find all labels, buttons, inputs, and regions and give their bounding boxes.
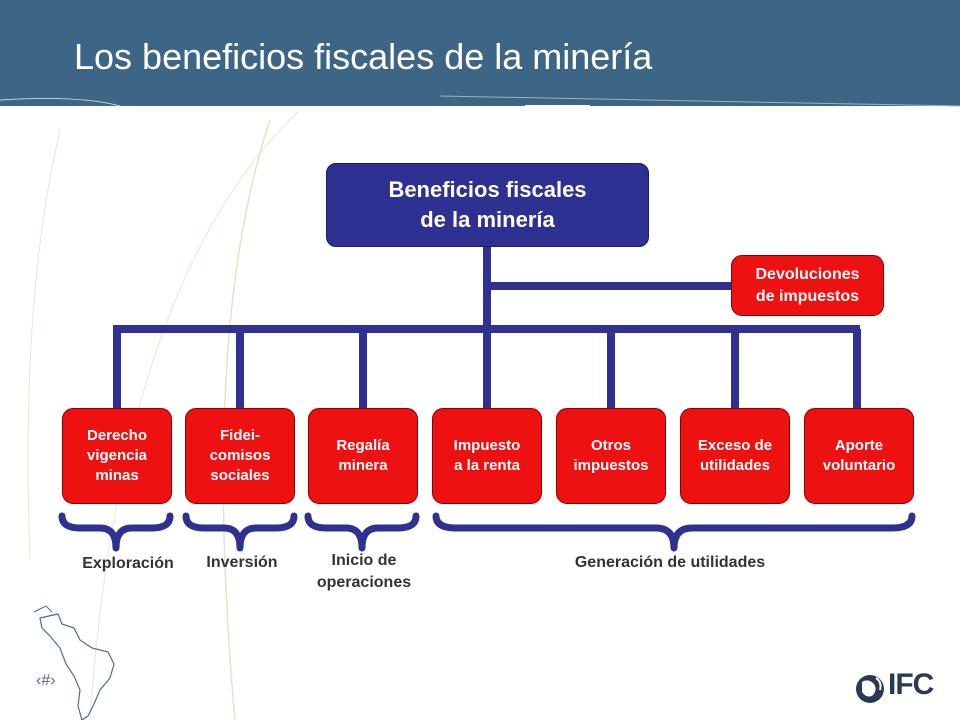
brace-inicio [304,512,420,552]
brace-exploracion [58,512,174,552]
leaf-aporte-voluntario: Aporte voluntario [804,408,914,504]
phase-inversion: Inversión [206,554,278,571]
ifc-logo-text: IFC [888,668,934,701]
leaf-fideicomisos: Fidei- comisos sociales [185,408,295,504]
phase-inicio-operaciones: Inicio de operaciones [316,552,412,591]
leaf-regalia: Regalía minera [308,408,418,504]
leaf-impuesto-renta: Impuesto a la renta [432,408,542,504]
brace-generacion [432,512,916,552]
root-node: Beneficios fiscales de la minería [326,163,649,247]
leaf-otros-impuestos: Otros impuestos [556,408,666,504]
header-band [0,0,960,106]
brace-inversion [182,512,298,552]
phase-exploracion: Exploración [82,555,174,572]
slide-number: ‹#› [36,672,56,689]
phase-generacion-utilidades: Generación de utilidades [574,554,766,571]
leaf-derecho-vigencia: Derecho vigencia minas [62,408,172,504]
devoluciones-node: Devoluciones de impuestos [731,255,884,316]
leaf-exceso-utilidades: Exceso de utilidades [680,408,790,504]
slide-title: Los beneficios fiscales de la minería [74,36,653,77]
